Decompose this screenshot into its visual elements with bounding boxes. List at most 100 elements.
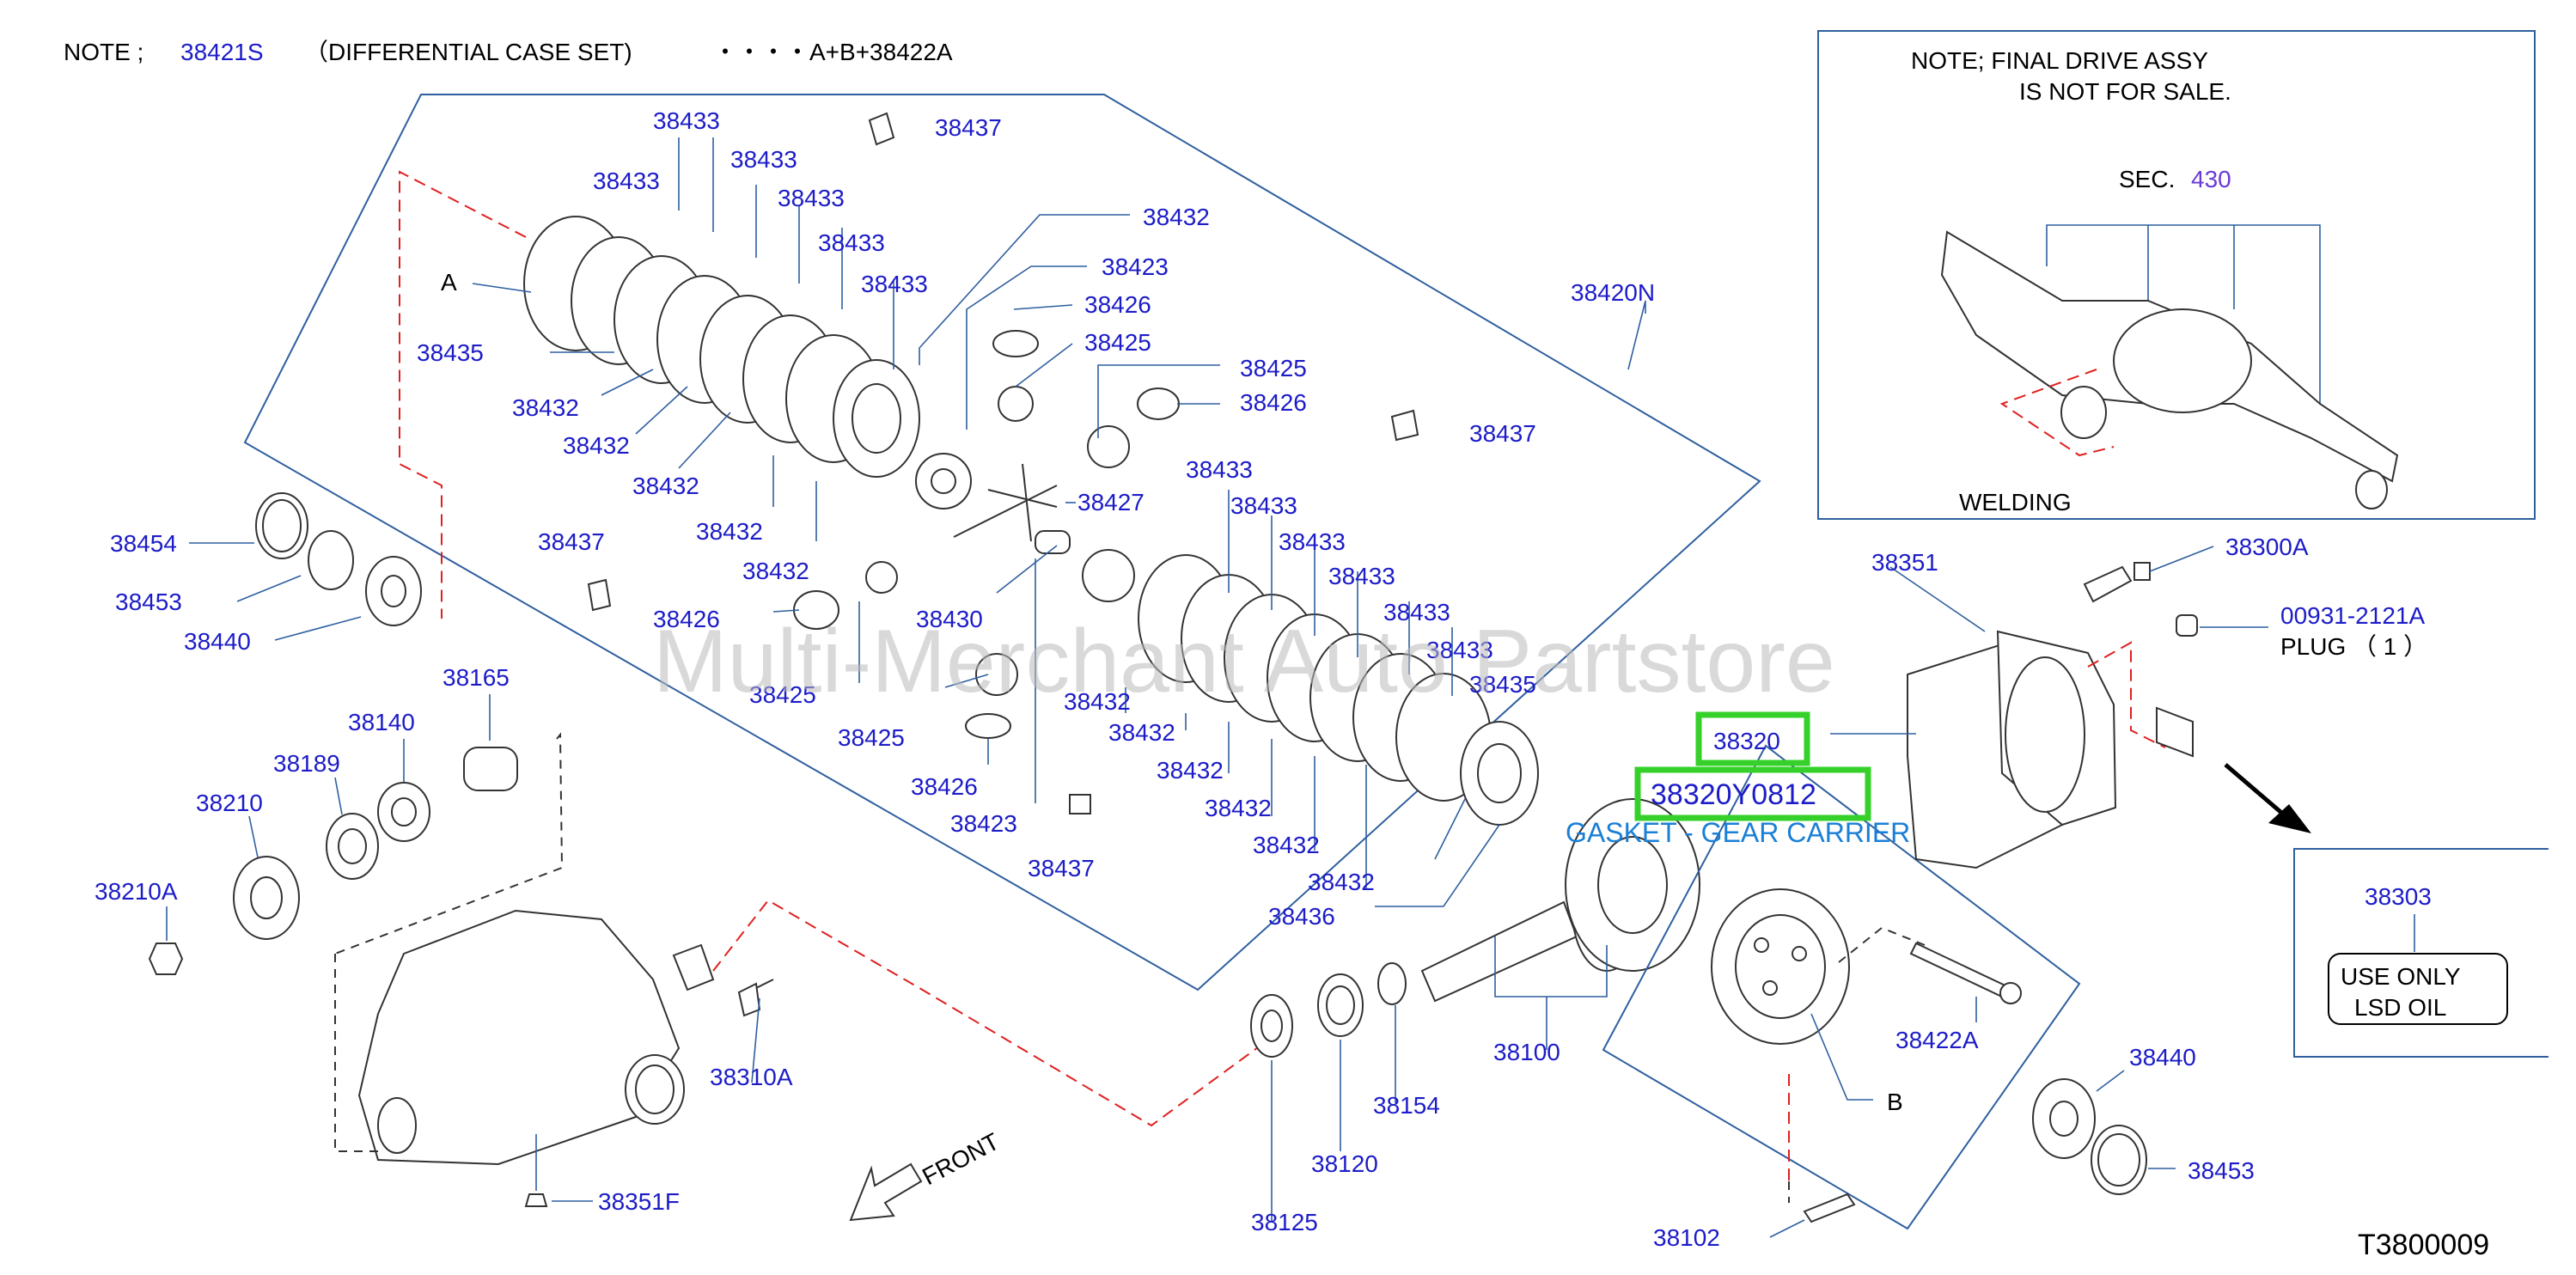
part-38433[interactable]: 38433 (1230, 492, 1297, 519)
part-38432[interactable]: 38432 (1064, 688, 1131, 715)
part-38351F[interactable]: 38351F (598, 1188, 680, 1215)
part-38433[interactable]: 38433 (861, 271, 928, 297)
part-38425[interactable]: 38425 (1084, 329, 1151, 356)
part-38433[interactable]: 38433 (818, 229, 885, 256)
plug-label: PLUG （ 1 ） (2280, 633, 2427, 660)
part-38433[interactable]: 38433 (1426, 637, 1493, 663)
sec-label: SEC. (2119, 166, 2175, 192)
rear-cover-and-gasket: 38351 38300A 00931-2121A PLUG （ 1 ） (1830, 534, 2427, 869)
part-38437[interactable]: 38437 (935, 114, 1002, 141)
part-38427[interactable]: 38427 (1077, 489, 1145, 515)
highlighted-gasket[interactable]: 38320 38320Y0812 GASKET - GEAR CARRIER (1566, 711, 1910, 848)
lsd-oil-line2: LSD OIL (2354, 994, 2446, 1021)
gasket-description: GASKET - GEAR CARRIER (1566, 817, 1910, 848)
part-38425[interactable]: 38425 (749, 681, 816, 708)
part-38432[interactable]: 38432 (1143, 204, 1210, 230)
letter-b: B (1887, 1089, 1903, 1115)
part-38422A[interactable]: 38422A (1895, 1027, 1979, 1053)
part-38120[interactable]: 38120 (1311, 1150, 1378, 1177)
part-38433[interactable]: 38433 (653, 107, 720, 134)
part-38102[interactable]: 38102 (1653, 1224, 1720, 1251)
part-38100[interactable]: 38100 (1493, 1039, 1560, 1065)
part-38210[interactable]: 38210 (196, 790, 263, 816)
right-side-bearing-seal: 38440 38453 (2032, 1044, 2255, 1195)
part-00931-2121A[interactable]: 00931-2121A (2280, 602, 2425, 629)
part-38426[interactable]: 38426 (1084, 291, 1151, 318)
differential-case-b: 38422A B 38102 (1653, 888, 2022, 1251)
part-38432[interactable]: 38432 (1253, 832, 1320, 858)
part-38210A[interactable]: 38210A (95, 878, 178, 905)
part-38140[interactable]: 38140 (348, 709, 415, 735)
lsd-oil-section-box (2293, 848, 2549, 1058)
sec-430-link[interactable]: 430 (2191, 166, 2231, 192)
part-38165[interactable]: 38165 (443, 664, 510, 691)
welding-label: WELDING (1959, 489, 2072, 515)
differential-case-frame (243, 94, 1761, 991)
part-38437[interactable]: 38437 (1028, 855, 1095, 882)
part-38423[interactable]: 38423 (950, 810, 1017, 837)
part-38432[interactable]: 38432 (1157, 757, 1224, 784)
arrow-icon (2268, 804, 2311, 833)
diagram-code: T3800009 (2358, 1229, 2489, 1261)
clutch-plate-stack-right (1138, 554, 1539, 826)
part-38125[interactable]: 38125 (1251, 1209, 1318, 1235)
part-38432[interactable]: 38432 (563, 432, 630, 459)
differential-case-set-note: NOTE ; 38421S （DIFFERENTIAL CASE SET) ・・… (64, 39, 953, 65)
labels-main: 38433 38433 38433 38433 38433 38433 3843… (417, 107, 1655, 930)
part-38432[interactable]: 38432 (1108, 719, 1175, 746)
part-38432[interactable]: 38432 (512, 394, 579, 421)
part-38435[interactable]: 38435 (417, 339, 484, 366)
group-a-bracket (399, 170, 527, 619)
part-38440[interactable]: 38440 (2129, 1044, 2196, 1071)
note-prefix: NOTE ; (64, 39, 143, 65)
part-38426[interactable]: 38426 (911, 773, 978, 800)
part-38454[interactable]: 38454 (110, 530, 177, 557)
part-38425[interactable]: 38425 (838, 724, 905, 751)
part-38453[interactable]: 38453 (115, 589, 182, 615)
part-38433[interactable]: 38433 (778, 185, 845, 211)
part-38320Y0812[interactable]: 38320Y0812 (1651, 778, 1816, 811)
final-drive-note-box (1817, 30, 2536, 520)
final-drive-note-line2: IS NOT FOR SALE. (2019, 78, 2231, 105)
part-38303[interactable]: 38303 (2365, 883, 2432, 910)
part-38437[interactable]: 38437 (538, 528, 605, 555)
part-38432[interactable]: 38432 (742, 558, 809, 584)
differential-case-b-frame (1602, 744, 2081, 1230)
part-38426[interactable]: 38426 (1240, 389, 1307, 416)
note-formula: ・・・・A+B+38422A (713, 39, 953, 65)
part-38432[interactable]: 38432 (1308, 869, 1375, 895)
leader-lines-main (472, 137, 1646, 907)
part-38351[interactable]: 38351 (1871, 549, 1938, 576)
part-38453[interactable]: 38453 (2188, 1157, 2255, 1184)
part-38435[interactable]: 38435 (1469, 671, 1536, 698)
part-38423[interactable]: 38423 (1102, 253, 1169, 280)
part-38154[interactable]: 38154 (1373, 1092, 1440, 1119)
lsd-oil-label-box (2328, 953, 2508, 1025)
part-38300A[interactable]: 38300A (2225, 534, 2309, 560)
drive-pinion-and-ring-gear: 38125 38120 38154 38100 (1250, 798, 1700, 1235)
differential-gears (587, 112, 1419, 814)
part-38432[interactable]: 38432 (1205, 795, 1272, 821)
front-direction-indicator: FRONT (849, 1128, 1004, 1222)
part-38437[interactable]: 38437 (1469, 420, 1536, 447)
part-38189[interactable]: 38189 (273, 750, 340, 777)
part-38432[interactable]: 38432 (696, 518, 763, 545)
part-38426[interactable]: 38426 (653, 606, 720, 632)
part-38310A[interactable]: 38310A (710, 1064, 793, 1090)
part-38436[interactable]: 38436 (1268, 903, 1335, 930)
part-38440[interactable]: 38440 (184, 628, 251, 655)
part-38433[interactable]: 38433 (593, 168, 660, 194)
part-38430[interactable]: 38430 (916, 606, 983, 632)
part-38420N[interactable]: 38420N (1571, 279, 1655, 306)
note-part-38421S[interactable]: 38421S (180, 39, 264, 65)
part-38433[interactable]: 38433 (730, 146, 797, 173)
part-38433[interactable]: 38433 (1328, 563, 1395, 589)
part-38433[interactable]: 38433 (1279, 528, 1346, 555)
part-38425[interactable]: 38425 (1240, 355, 1307, 381)
lsd-oil-line1: USE ONLY (2341, 963, 2461, 990)
part-38432[interactable]: 38432 (632, 473, 699, 499)
part-38433[interactable]: 38433 (1186, 456, 1253, 483)
part-38433[interactable]: 38433 (1383, 599, 1450, 625)
left-side-parts: 38454 38453 38440 38165 38140 38189 3821… (95, 492, 564, 975)
part-38320[interactable]: 38320 (1713, 728, 1780, 754)
